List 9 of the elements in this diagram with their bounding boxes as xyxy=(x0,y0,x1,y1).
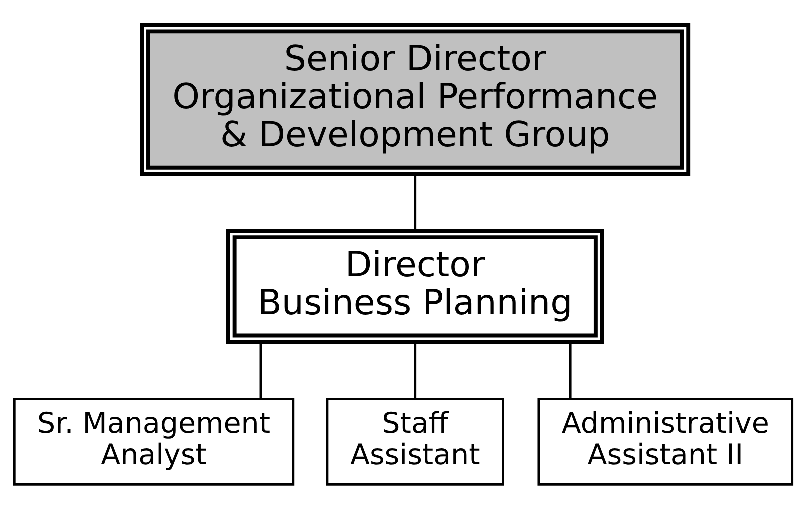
node-box: Staff Assistant xyxy=(326,398,504,486)
connector xyxy=(414,174,417,231)
connector xyxy=(414,342,417,399)
connector xyxy=(569,342,572,399)
connector xyxy=(260,342,262,399)
node-box: Sr. Management Analyst xyxy=(13,398,295,486)
node-box: Senior Director Organizational Performance & Development Group xyxy=(140,23,691,176)
node-box: Director Business Planning xyxy=(226,229,604,344)
node-box: Administrative Assistant II xyxy=(538,398,794,486)
